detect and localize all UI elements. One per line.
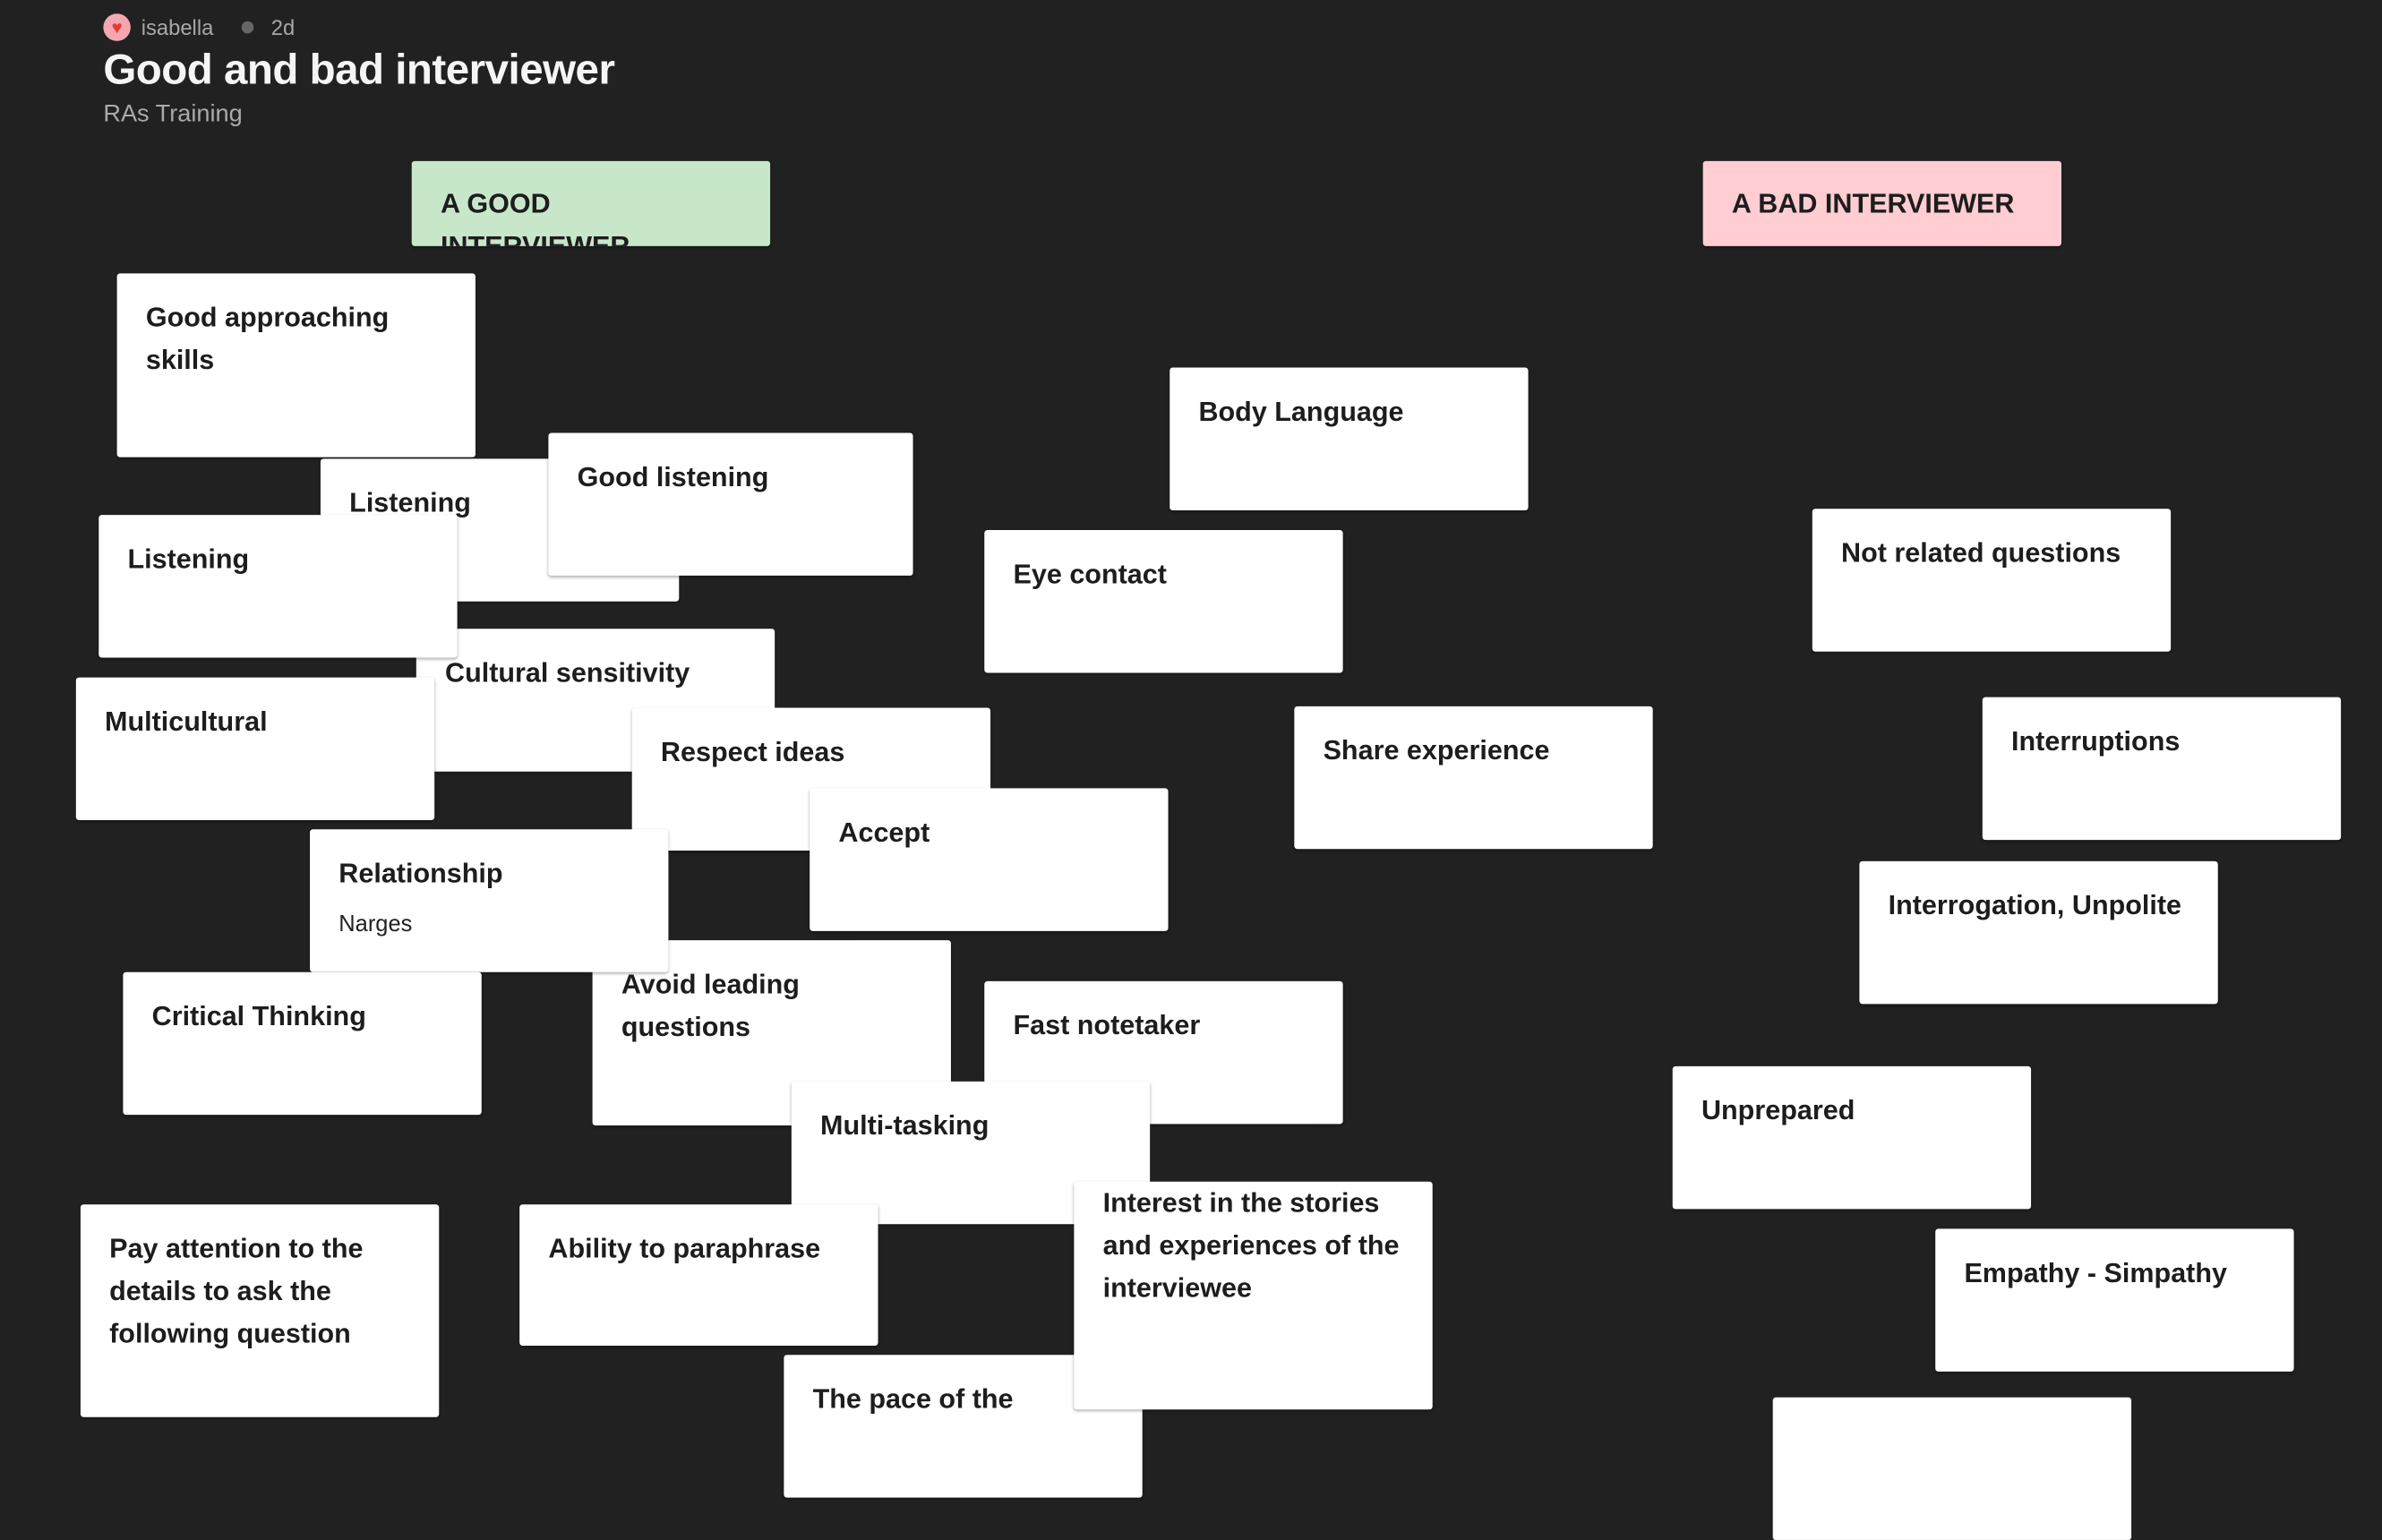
- card-eye-contact[interactable]: Eye contact: [984, 530, 1343, 673]
- column-header-good[interactable]: A GOOD INTERVIEWER: [411, 160, 771, 246]
- column-header-bad[interactable]: A BAD INTERVIEWER: [1702, 160, 2062, 246]
- separator-dot: [242, 21, 255, 34]
- author-name[interactable]: isabella: [141, 14, 214, 40]
- card-accept[interactable]: Accept: [810, 788, 1169, 931]
- card-critical-thinking[interactable]: Critical Thinking: [123, 971, 482, 1116]
- card-interest[interactable]: Interest in the stories and experiences …: [1074, 1181, 1433, 1410]
- card-author: Narges: [338, 911, 413, 937]
- avatar-heart-icon[interactable]: ♥: [103, 13, 131, 41]
- card-multicultural[interactable]: Multicultural: [75, 677, 435, 821]
- card-paraphrase[interactable]: Ability to paraphrase: [519, 1204, 878, 1347]
- board: ♥ isabella 2d Good and bad interviewer R…: [75, 13, 2342, 1540]
- card-empathy[interactable]: Empathy - Simpathy: [1935, 1228, 2294, 1372]
- page-subtitle: RAs Training: [103, 101, 243, 128]
- page-title: Good and bad interviewer: [103, 45, 615, 93]
- card-good-listening[interactable]: Good listening: [548, 432, 913, 576]
- card-unprepared[interactable]: Unprepared: [1672, 1065, 2032, 1210]
- card-text: Relationship: [338, 858, 503, 889]
- card-text: Interest in the stories and experiences …: [1102, 1187, 1400, 1304]
- card-interruptions[interactable]: Interruptions: [1982, 697, 2342, 841]
- card-listening[interactable]: Listening: [99, 515, 458, 658]
- timestamp: 2d: [270, 14, 296, 40]
- card-not-related-questions[interactable]: Not related questions: [1812, 509, 2172, 652]
- card-good-approaching[interactable]: Good approaching skills: [116, 273, 476, 458]
- card-partial-bottom[interactable]: [1772, 1397, 2132, 1540]
- post-meta: ♥ isabella 2d: [103, 13, 295, 41]
- card-relationship[interactable]: Relationship Narges: [310, 829, 669, 972]
- card-pay-attention[interactable]: Pay attention to the details to ask the …: [80, 1204, 440, 1417]
- card-fast-notetaker[interactable]: Fast notetaker: [984, 980, 1343, 1125]
- card-body-language[interactable]: Body Language: [1170, 367, 1529, 510]
- card-interrogation[interactable]: Interrogation, Unpolite: [1859, 860, 2218, 1005]
- card-share-experience[interactable]: Share experience: [1294, 706, 1653, 850]
